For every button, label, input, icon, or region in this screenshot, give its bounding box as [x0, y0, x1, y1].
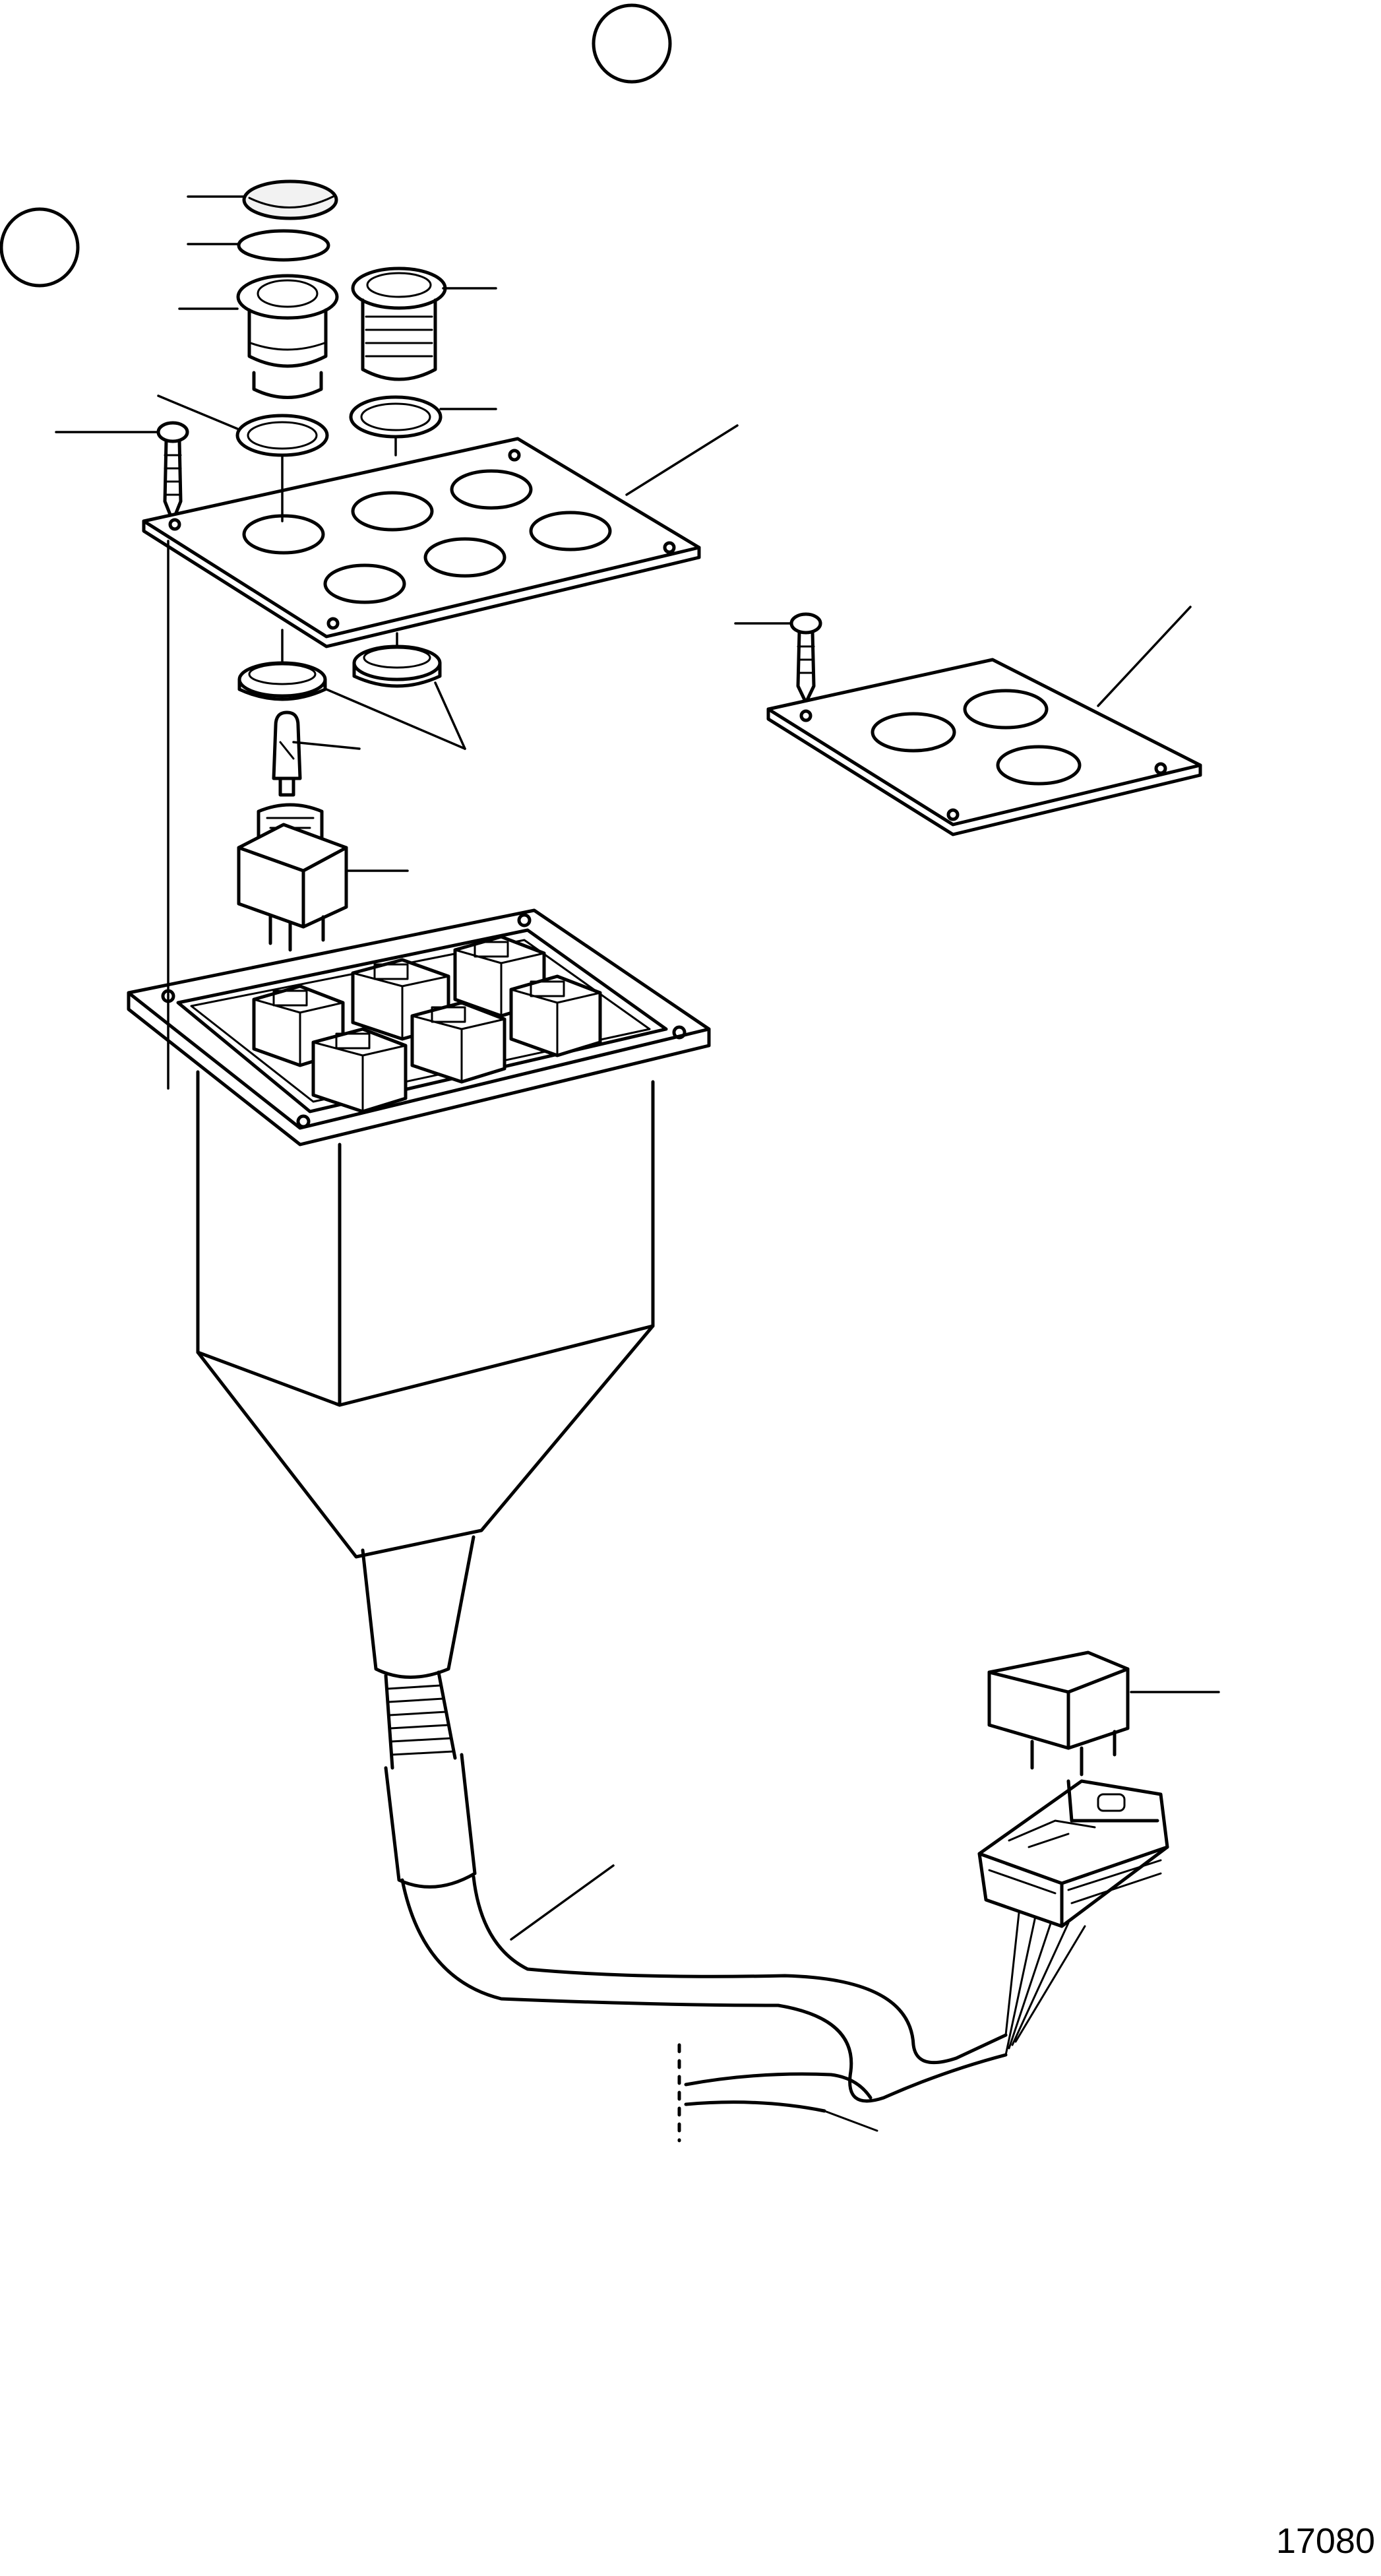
o-ring-left — [235, 414, 329, 457]
o-ring-right — [349, 395, 443, 439]
mounting-screw-right — [789, 612, 822, 705]
lock-ring-left — [237, 661, 327, 701]
switch-socket-6 — [509, 974, 602, 1057]
mounting-screw-left — [156, 421, 189, 523]
push-button-cap — [242, 179, 338, 220]
cable-harness — [384, 1670, 1086, 2143]
cap-washer — [237, 229, 330, 262]
drawing-number: 17080 — [1276, 2521, 1375, 2561]
cover-plate-three-hole — [766, 658, 1202, 836]
relay — [987, 1650, 1130, 1776]
callout-circle-left — [0, 207, 80, 288]
leader-lines — [55, 195, 1220, 1941]
relay-socket-connector — [977, 1779, 1169, 1928]
bulb — [272, 710, 302, 797]
cover-plate-six-hole — [142, 437, 701, 648]
switch-socket-5 — [410, 1001, 506, 1084]
indicator-lamp-holder — [351, 267, 447, 381]
switch-module — [237, 803, 348, 952]
lock-ring-right — [352, 644, 442, 688]
callout-circle-top — [592, 3, 672, 84]
switch-socket-4 — [311, 1027, 408, 1114]
push-button-switch — [236, 274, 339, 399]
